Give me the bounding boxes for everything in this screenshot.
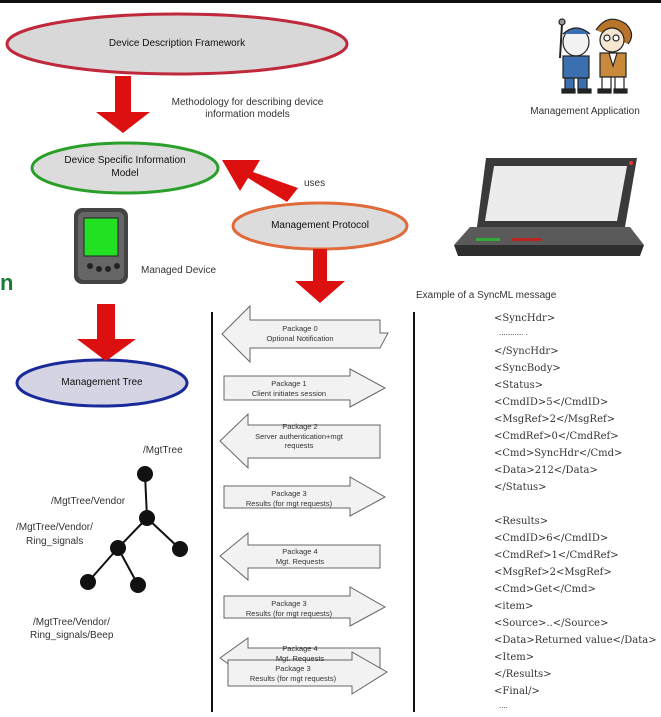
tree-node-ring-leaf: [130, 577, 146, 593]
management-application-label: Management Application: [530, 106, 640, 117]
tree-label-beep-line2: Ring_signals/Beep: [30, 630, 114, 641]
arrow-ddf-to-dsim: [96, 76, 150, 133]
syncml-line-23: ....: [499, 702, 508, 710]
laptop-icon: [454, 158, 644, 256]
syncml-line-15: <MsgRef>2<MsgRef>: [494, 567, 612, 578]
package-arrow-5: [223, 586, 387, 627]
pda-device-icon: [74, 208, 128, 284]
package-5-desc: Results (for mgt requests): [245, 609, 333, 618]
tree-node-root: [137, 466, 153, 482]
package-arrow-2: [219, 412, 381, 470]
dsim-ellipse: [30, 141, 220, 195]
syncml-line-1: ........... .: [499, 329, 528, 337]
package-arrow-0: [221, 304, 389, 364]
package-arrow-7: [227, 651, 388, 695]
syncml-line-10: </Status>: [494, 482, 547, 493]
package-4-title: Package 4: [282, 547, 318, 556]
syncml-line-8: <Cmd>SyncHdr</Cmd>: [494, 448, 623, 459]
syncml-line-12: <Results>: [494, 516, 549, 527]
package-1-title: Package 1: [271, 379, 307, 388]
package-1-desc: Client initiates session: [251, 389, 327, 398]
syncml-line-7: <CmdRef>0</CmdRef>: [494, 431, 619, 442]
package-arrow-1: [223, 368, 387, 408]
arrow-uses: [222, 160, 298, 202]
margin-mark: n: [0, 270, 14, 295]
package-0-desc: Optional Notification: [266, 334, 334, 343]
syncml-line-3: <SyncBody>: [494, 363, 561, 374]
engineer-figure-icon: [558, 18, 592, 94]
tree-ellipse: [15, 358, 189, 408]
syncml-line-19: <Data>Returned value</Data>: [494, 635, 657, 646]
tree-node-vendor-leaf: [172, 541, 188, 557]
syncml-line-22: <Final/>: [494, 686, 540, 697]
example-title: Example of a SyncML message: [416, 290, 557, 301]
package-arrow-4: [219, 531, 381, 582]
syncml-line-18: <Source>..</Source>: [494, 618, 609, 629]
package-arrow-3: [223, 476, 387, 517]
package-3-title: Package 3: [271, 489, 307, 498]
tree-node-ring-signals: [110, 540, 126, 556]
syncml-line-5: <CmdID>5</CmdID>: [494, 397, 609, 408]
syncml-line-16: <Cmd>Get</Cmd>: [494, 584, 596, 595]
package-4-desc: Mgt. Requests: [275, 557, 325, 566]
managed-device-label: Managed Device: [141, 265, 217, 276]
syncml-line-13: <CmdID>6</CmdID>: [494, 533, 609, 544]
package-0-title: Package 0: [282, 324, 318, 333]
tree-label-vendor: /MgtTree/Vendor: [51, 496, 126, 507]
package-7-desc: Results (for mgt requests): [249, 674, 337, 683]
arrow-protocol-down: [295, 249, 345, 303]
package-7-title: Package 3: [275, 664, 311, 673]
package-arrows: [219, 304, 389, 695]
package-3-desc: Results (for mgt requests): [245, 499, 333, 508]
dsim-label-line2: Model: [111, 168, 139, 179]
tree-label-ring-line2: Ring_signals: [26, 536, 84, 547]
tree-node-vendor: [139, 510, 155, 526]
management-tree-graph: [87, 473, 181, 586]
package-6-title: Package 4: [282, 644, 318, 653]
syncml-line-0: <SyncHdr>: [494, 313, 556, 324]
tree-nodes: [80, 466, 188, 593]
syncml-line-14: <CmdRef>1</CmdRef>: [494, 550, 619, 561]
tree-node-beep: [80, 574, 96, 590]
syncml-line-21: </Results>: [494, 669, 552, 680]
tree-label-beep-line1: /MgtTree/Vendor/: [33, 617, 110, 628]
top-border: [0, 0, 661, 3]
tree-label: Management Tree: [61, 377, 143, 388]
syncml-line-6: <MsgRef>2</MsgRef>: [494, 414, 616, 425]
manager-figure-icon: [595, 18, 633, 94]
syncml-line-9: <Data>212</Data>: [494, 465, 598, 476]
syncml-line-20: <Item>: [494, 652, 535, 663]
ddf-label: Device Description Framework: [108, 38, 246, 49]
package-2-title: Package 2: [282, 422, 318, 431]
package-5-title: Package 3: [271, 599, 307, 608]
syncml-line-17: <item>: [494, 601, 534, 612]
ddf-ellipse: [5, 12, 349, 76]
protocol-label: Management Protocol: [271, 220, 369, 231]
syncml-line-4: <Status>: [494, 380, 544, 391]
syncml-line-2: </SyncHdr>: [494, 346, 559, 357]
package-6-desc: Mgt. Requests: [275, 654, 325, 663]
package-2-desc: Server authentication+mgt requests: [255, 432, 343, 450]
methodology-label: Methodology for describing device inform…: [171, 97, 324, 120]
arrow-device-to-tree: [77, 304, 136, 361]
tree-label-root: /MgtTree: [143, 445, 183, 456]
tree-label-ring-line1: /MgtTree/Vendor/: [16, 522, 93, 533]
dsim-label-line1: Device Specific Information: [64, 155, 186, 166]
uses-label: uses: [304, 178, 326, 189]
